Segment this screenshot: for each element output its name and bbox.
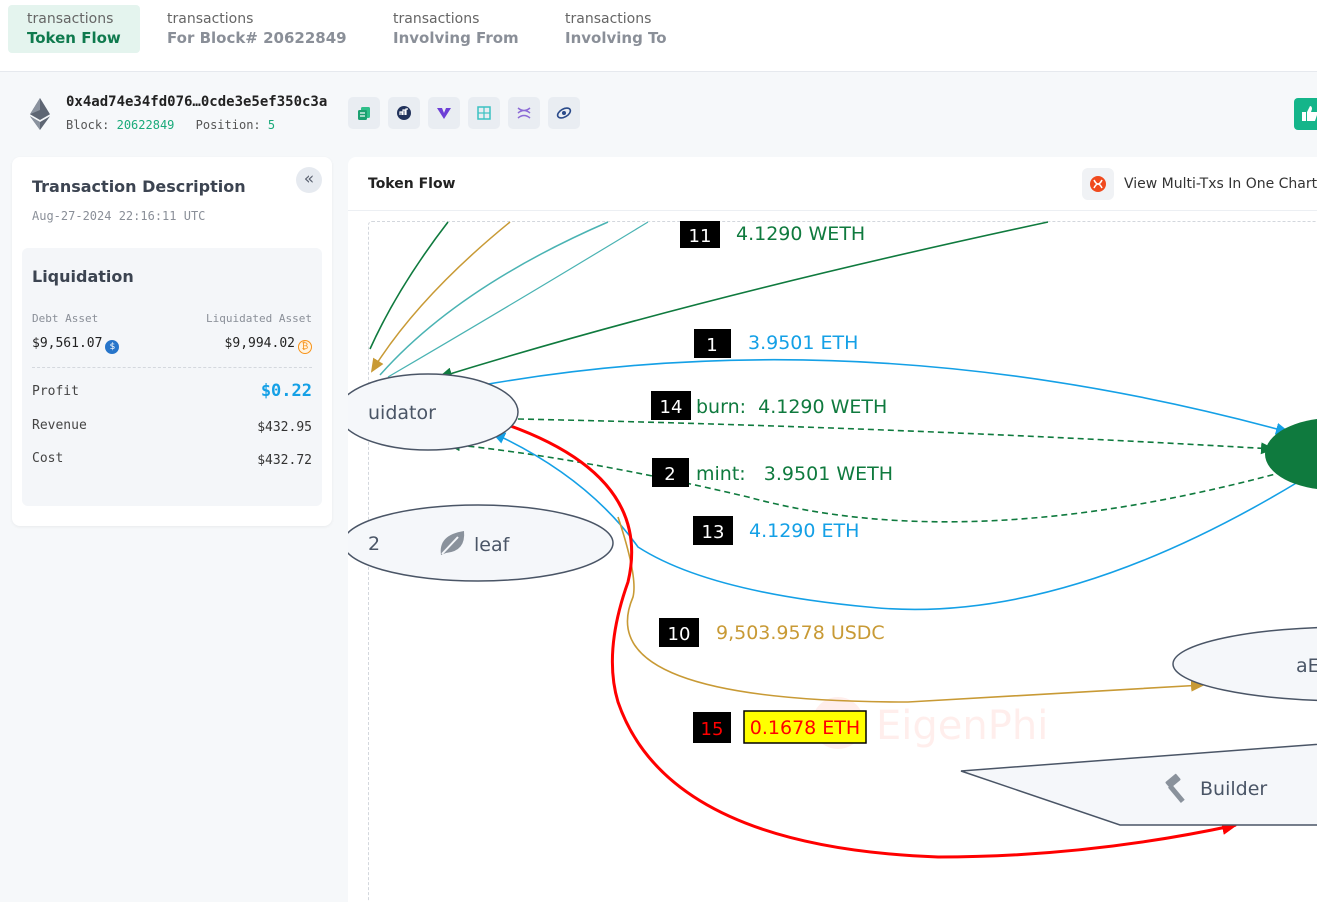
token-flow-header: Token Flow View Multi-Txs In One Chart	[348, 157, 1317, 211]
edge-13-label[interactable]: 13 4.1290 ETH	[693, 516, 859, 545]
node-builder[interactable]: Builder	[960, 742, 1317, 826]
edge-amount: 4.1290 ETH	[749, 520, 859, 542]
step-number: 14	[660, 397, 683, 418]
copy-icon[interactable]	[348, 97, 380, 129]
tab-sub-label: transactions	[565, 11, 652, 27]
transaction-meta: Block: 20622849 Position: 5	[66, 118, 275, 132]
liquidated-asset-amount: $9,994.02₿	[225, 336, 312, 354]
edge-13-line	[491, 432, 1299, 611]
edge-14-label[interactable]: 14 burn: 4.1290 WETH	[651, 391, 887, 420]
node-builder-label: Builder	[1200, 778, 1267, 800]
node-green-contract[interactable]	[1265, 418, 1317, 490]
edge-amount: 9,503.9578 USDC	[716, 622, 885, 644]
thumbs-up-icon[interactable]	[1294, 98, 1317, 130]
edge-2-line	[446, 439, 1284, 523]
edge-10-label[interactable]: 10 9,503.9578 USDC	[659, 618, 885, 647]
edge-amount: 0.1678 ETH	[750, 717, 860, 739]
node-leaf-prefix: 2	[368, 533, 380, 555]
edge-line	[387, 221, 649, 378]
profit-label: Profit	[32, 384, 79, 399]
edge-1-line	[482, 358, 1290, 435]
tab-main-label: Involving From	[393, 29, 519, 47]
collapse-panel-button[interactable]: «	[296, 167, 322, 193]
token-flow-title: Token Flow	[368, 176, 456, 192]
transaction-description-card: Transaction Description Aug-27-2024 22:1…	[12, 157, 332, 526]
block-number-link[interactable]: 20622849	[116, 118, 175, 132]
node-liquidator[interactable]: uidator	[348, 373, 519, 451]
view-multi-txs-link[interactable]: View Multi-Txs In One Chart	[1124, 176, 1317, 192]
leaf-icon	[440, 531, 465, 555]
multi-chart-icon[interactable]	[1082, 168, 1114, 200]
usdc-icon[interactable]: $	[105, 340, 120, 354]
description-title: Transaction Description	[32, 177, 246, 196]
step-number: 1	[706, 335, 717, 356]
cost-value: $432.72	[257, 453, 312, 468]
tab-main-label: Token Flow	[27, 29, 121, 47]
cost-label: Cost	[32, 451, 64, 466]
position-value: 5	[267, 118, 276, 132]
openchain-icon[interactable]	[548, 97, 580, 129]
top-tab-bar: transactions Token Flow transactions For…	[0, 0, 1317, 72]
node-aave-label: aE	[1296, 655, 1317, 677]
node-leaf[interactable]: 2 leaf	[348, 504, 614, 582]
step-number: 2	[664, 464, 675, 485]
edge-14-line	[517, 418, 1275, 455]
liquidation-summary: Liquidation Debt Asset Liquidated Asset …	[22, 248, 322, 506]
debt-asset-label: Debt Asset	[32, 312, 99, 325]
divider	[32, 367, 312, 368]
token-flow-graph: EigenPhi uidator 2 leaf aE	[348, 157, 1317, 902]
edge-line	[370, 221, 511, 373]
edge-11-line	[438, 221, 1049, 380]
tenderly-icon[interactable]	[428, 97, 460, 129]
blocksec-icon[interactable]	[468, 97, 500, 129]
etherscan-icon[interactable]	[388, 97, 420, 129]
transaction-hash[interactable]: 0x4ad74e34fd076…0cde3e5ef350c3a	[66, 94, 328, 110]
revenue-value: $432.95	[257, 420, 312, 435]
tab-sub-label: transactions	[393, 11, 480, 27]
position-label: Position:	[195, 118, 261, 132]
edge-amount: 3.9501 ETH	[748, 332, 858, 354]
tab-sub-label: transactions	[27, 11, 114, 27]
edge-11-label[interactable]: 11 4.1290 WETH	[680, 221, 865, 248]
edge-15-label[interactable]: 15 0.1678 ETH	[693, 710, 867, 744]
watermark-text: EigenPhi	[876, 703, 1048, 749]
step-number: 10	[668, 624, 691, 645]
tab-sub-label: transactions	[167, 11, 254, 27]
edge-2-label[interactable]: 2 mint: 3.9501 WETH	[652, 458, 893, 487]
step-number: 11	[689, 226, 712, 247]
block-label: Block:	[66, 118, 110, 132]
tab-involving-to[interactable]: transactions Involving To	[546, 5, 686, 53]
revenue-label: Revenue	[32, 418, 87, 433]
tab-main-label: For Block# 20622849	[167, 29, 347, 47]
node-leaf-label: leaf	[474, 534, 511, 556]
edge-amount: mint: 3.9501 WETH	[696, 463, 893, 485]
profit-value: $0.22	[260, 381, 312, 401]
debt-amount-value: $9,561.07	[32, 336, 103, 351]
edge-amount: burn: 4.1290 WETH	[696, 396, 887, 418]
transaction-timestamp: Aug-27-2024 22:16:11 UTC	[32, 209, 206, 223]
edge-line	[369, 221, 449, 350]
tab-token-flow[interactable]: transactions Token Flow	[8, 5, 140, 53]
edge-line	[379, 221, 609, 376]
wbtc-icon[interactable]: ₿	[298, 340, 312, 354]
step-number: 15	[701, 719, 724, 740]
hammer-icon	[1165, 773, 1185, 803]
edge-1-label[interactable]: 1 3.9501 ETH	[694, 329, 858, 358]
debt-asset-amount: $9,561.07$	[32, 336, 120, 354]
tab-involving-from[interactable]: transactions Involving From	[374, 5, 538, 53]
ethereum-icon	[30, 98, 50, 130]
edge-amount: 4.1290 WETH	[736, 223, 865, 245]
liquidated-asset-label: Liquidated Asset	[206, 312, 312, 325]
node-aave[interactable]: aE	[1172, 626, 1317, 702]
tab-for-block[interactable]: transactions For Block# 20622849	[148, 5, 366, 53]
transaction-header: 0x4ad74e34fd076…0cde3e5ef350c3a Block: 2…	[0, 72, 1317, 156]
liquidation-title: Liquidation	[32, 267, 134, 286]
node-liquidator-label: uidator	[368, 402, 436, 424]
liquidated-amount-value: $9,994.02	[224, 336, 295, 351]
edge-15-line	[507, 423, 1238, 859]
tab-main-label: Involving To	[565, 29, 667, 47]
phalcon-icon[interactable]	[508, 97, 540, 129]
step-number: 13	[702, 522, 725, 543]
